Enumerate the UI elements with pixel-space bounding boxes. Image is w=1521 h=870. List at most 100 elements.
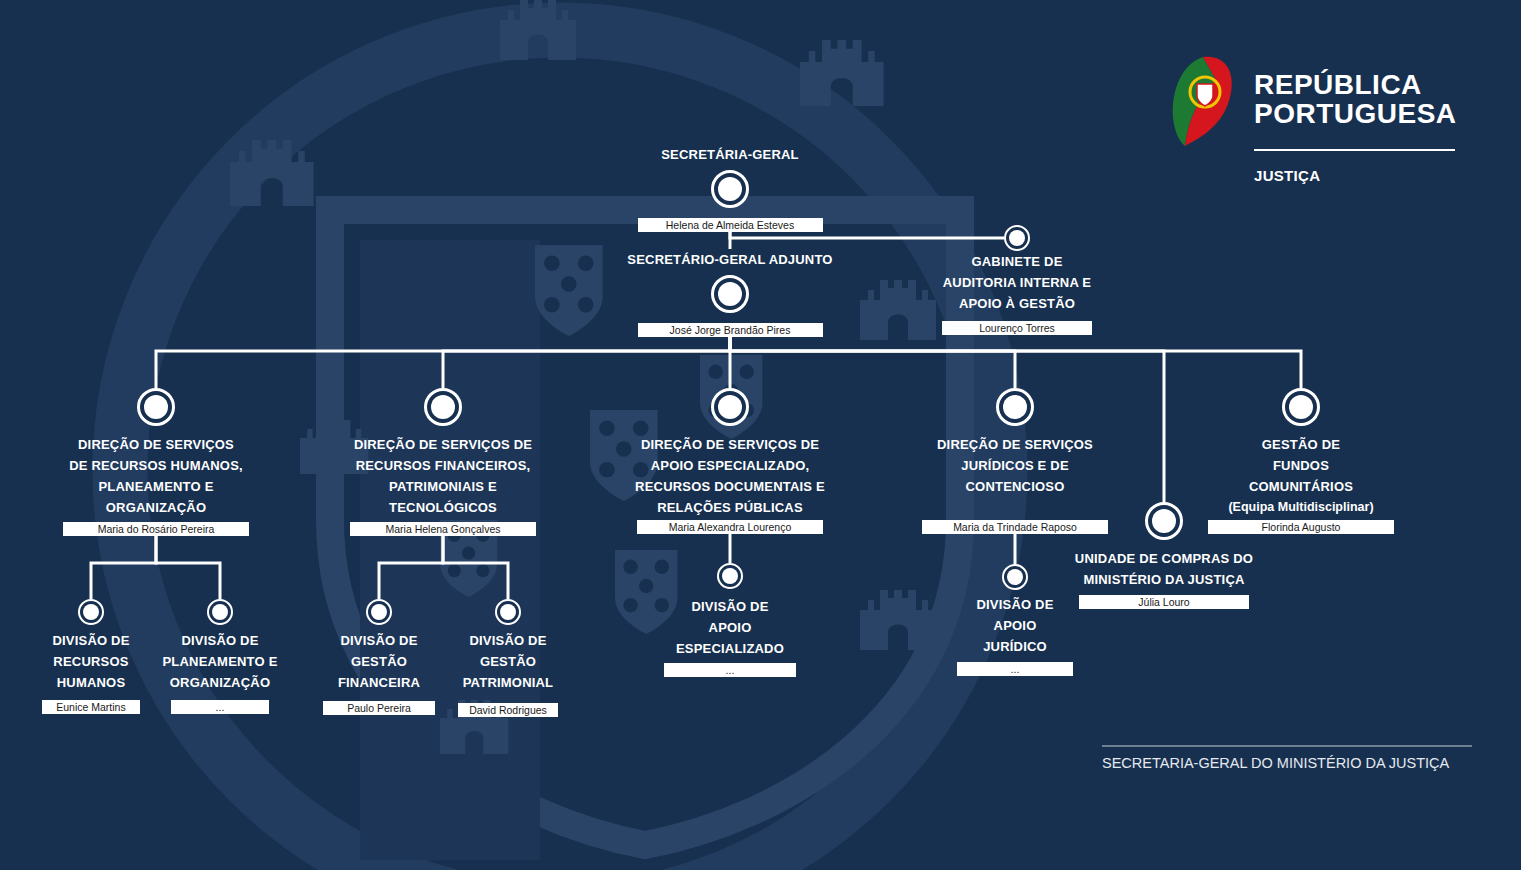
unit-circle: [711, 170, 749, 208]
unit-circle-dot: [371, 604, 387, 620]
unit-title: GESTÃO DE FUNDOS COMUNITÁRIOS: [1246, 434, 1356, 497]
org-connector: [379, 536, 443, 599]
person-name: ...: [171, 700, 269, 714]
org-unit: DIREÇÃO DE SERVIÇOS DE RECURSOS HUMANOS,…: [63, 388, 249, 536]
unit-circle: [711, 275, 749, 313]
watermark-ring: [120, 30, 1000, 870]
org-connector: [730, 232, 1004, 238]
org-unit: SECRETÁRIA-GERAL Helena de Almeida Esteve…: [615, 144, 845, 232]
person-name: David Rodrigues: [458, 703, 558, 717]
person-name: Júlia Louro: [1079, 595, 1249, 609]
unit-circle: [207, 599, 233, 625]
unit-circle: [1004, 225, 1030, 251]
org-connector: [443, 536, 508, 599]
unit-title: DIVISÃO DE PLANEAMENTO E ORGANIZAÇÃO: [155, 630, 285, 693]
unit-circle-dot: [718, 395, 742, 419]
watermark-band: [360, 240, 540, 860]
person-name: ...: [957, 662, 1073, 676]
unit-circle-dot: [500, 604, 516, 620]
unit-circle: [996, 388, 1034, 426]
unit-title: DIVISÃO DE APOIO JURÍDICO: [963, 594, 1067, 657]
org-connector: [730, 337, 1164, 502]
unit-circle: [78, 599, 104, 625]
org-connector: [443, 337, 730, 388]
person-name: Maria Helena Gonçalves: [350, 522, 536, 536]
footer-rule: [1102, 746, 1472, 747]
org-connector: [729, 534, 732, 563]
unit-circle: [495, 599, 521, 625]
unit-circle-dot: [722, 568, 738, 584]
org-unit: DIVISÃO DE APOIO ESPECIALIZADO...: [664, 563, 796, 677]
org-connector: [730, 337, 1015, 388]
org-connector: [730, 337, 1301, 388]
org-connector: [156, 536, 220, 599]
unit-title: UNIDADE DE COMPRAS DO MINISTÉRIO DA JUST…: [1069, 548, 1259, 590]
unit-title: DIREÇÃO DE SERVIÇOS DE RECURSOS HUMANOS,…: [68, 434, 245, 518]
org-connector: [1014, 534, 1017, 564]
unit-circle: [1282, 388, 1320, 426]
unit-circle-dot: [1289, 395, 1313, 419]
unit-title: GABINETE DE AUDITORIA INTERNA E APOIO À …: [938, 251, 1096, 314]
unit-circle-dot: [431, 395, 455, 419]
unit-circle-dot: [1007, 569, 1023, 585]
org-unit: DIVISÃO DE APOIO JURÍDICO...: [957, 564, 1073, 676]
unit-circle: [717, 563, 743, 589]
unit-circle-dot: [212, 604, 228, 620]
unit-circle: [1145, 502, 1183, 540]
org-unit: SECRETÁRIO-GERAL ADJUNTO José Jorge Brand…: [615, 249, 845, 337]
org-unit: DIVISÃO DE RECURSOS HUMANOS Eunice Martin…: [41, 599, 141, 714]
unit-title: SECRETÁRIO-GERAL ADJUNTO: [615, 249, 845, 270]
person-name: Maria da Trindade Raposo: [922, 520, 1108, 534]
unit-circle-dot: [1009, 230, 1025, 246]
unit-circle: [1002, 564, 1028, 590]
person-name: Helena de Almeida Esteves: [638, 218, 823, 232]
header-rule: [1254, 149, 1455, 151]
person-name: Eunice Martins: [42, 700, 140, 714]
unit-subtitle: (Equipa Multidisciplinar): [1206, 497, 1396, 518]
org-unit: DIVISÃO DE GESTÃO FINANCEIRA Paulo Pereir…: [323, 599, 435, 715]
person-name: Lourenço Torres: [942, 321, 1092, 335]
org-unit: GABINETE DE AUDITORIA INTERNA E APOIO À …: [937, 225, 1097, 335]
unit-title: DIVISÃO DE APOIO ESPECIALIZADO: [673, 596, 788, 659]
person-name: Paulo Pereira: [323, 701, 435, 715]
org-unit: DIREÇÃO DE SERVIÇOS JURÍDICOS E DE CONTE…: [920, 388, 1110, 534]
person-name: Florinda Augusto: [1208, 520, 1394, 534]
org-unit: DIVISÃO DE PLANEAMENTO E ORGANIZAÇÃO...: [155, 599, 285, 714]
person-name: Maria do Rosário Pereira: [63, 522, 249, 536]
republic-logo: [1173, 57, 1232, 146]
unit-title: SECRETÁRIA-GERAL: [620, 144, 840, 165]
person-name: ...: [664, 663, 796, 677]
unit-title: DIREÇÃO DE SERVIÇOS JURÍDICOS E DE CONTE…: [935, 434, 1095, 497]
unit-circle: [366, 599, 392, 625]
org-unit: GESTÃO DE FUNDOS COMUNITÁRIOS(Equipa Mul…: [1206, 388, 1396, 534]
person-name: José Jorge Brandão Pires: [638, 323, 823, 337]
unit-title: DIVISÃO DE GESTÃO PATRIMONIAL: [453, 630, 563, 693]
org-unit: DIREÇÃO DE SERVIÇOS DE RECURSOS FINANCEI…: [347, 388, 539, 536]
unit-title: DIVISÃO DE GESTÃO FINANCEIRA: [324, 630, 434, 693]
ministry-name: JUSTIÇA: [1254, 167, 1320, 185]
unit-circle-dot: [1152, 509, 1176, 533]
org-unit: DIVISÃO DE GESTÃO PATRIMONIAL David Rodri…: [453, 599, 563, 717]
org-connector: [156, 337, 730, 388]
unit-circle: [711, 388, 749, 426]
unit-circle-dot: [718, 177, 742, 201]
footer-caption: SECRETARIA-GERAL DO MINISTÉRIO DA JUSTIÇ…: [1102, 754, 1449, 772]
unit-circle-dot: [83, 604, 99, 620]
unit-title: DIREÇÃO DE SERVIÇOS DE RECURSOS FINANCEI…: [352, 434, 534, 518]
watermark-castles: [230, 0, 936, 754]
unit-circle-dot: [144, 395, 168, 419]
logo-wordmark: REPÚBLICA PORTUGUESA: [1254, 70, 1464, 128]
org-unit: DIREÇÃO DE SERVIÇOS DE APOIO ESPECIALIZA…: [632, 388, 828, 534]
unit-circle: [137, 388, 175, 426]
org-connector: [91, 536, 156, 599]
unit-circle: [424, 388, 462, 426]
person-name: Maria Alexandra Lourenço: [637, 520, 823, 534]
unit-circle-dot: [1003, 395, 1027, 419]
unit-title: DIREÇÃO DE SERVIÇOS DE APOIO ESPECIALIZA…: [632, 434, 828, 518]
unit-title: DIVISÃO DE RECURSOS HUMANOS: [41, 630, 141, 693]
unit-circle-dot: [718, 282, 742, 306]
org-unit: UNIDADE DE COMPRAS DO MINISTÉRIO DA JUST…: [1069, 502, 1259, 609]
